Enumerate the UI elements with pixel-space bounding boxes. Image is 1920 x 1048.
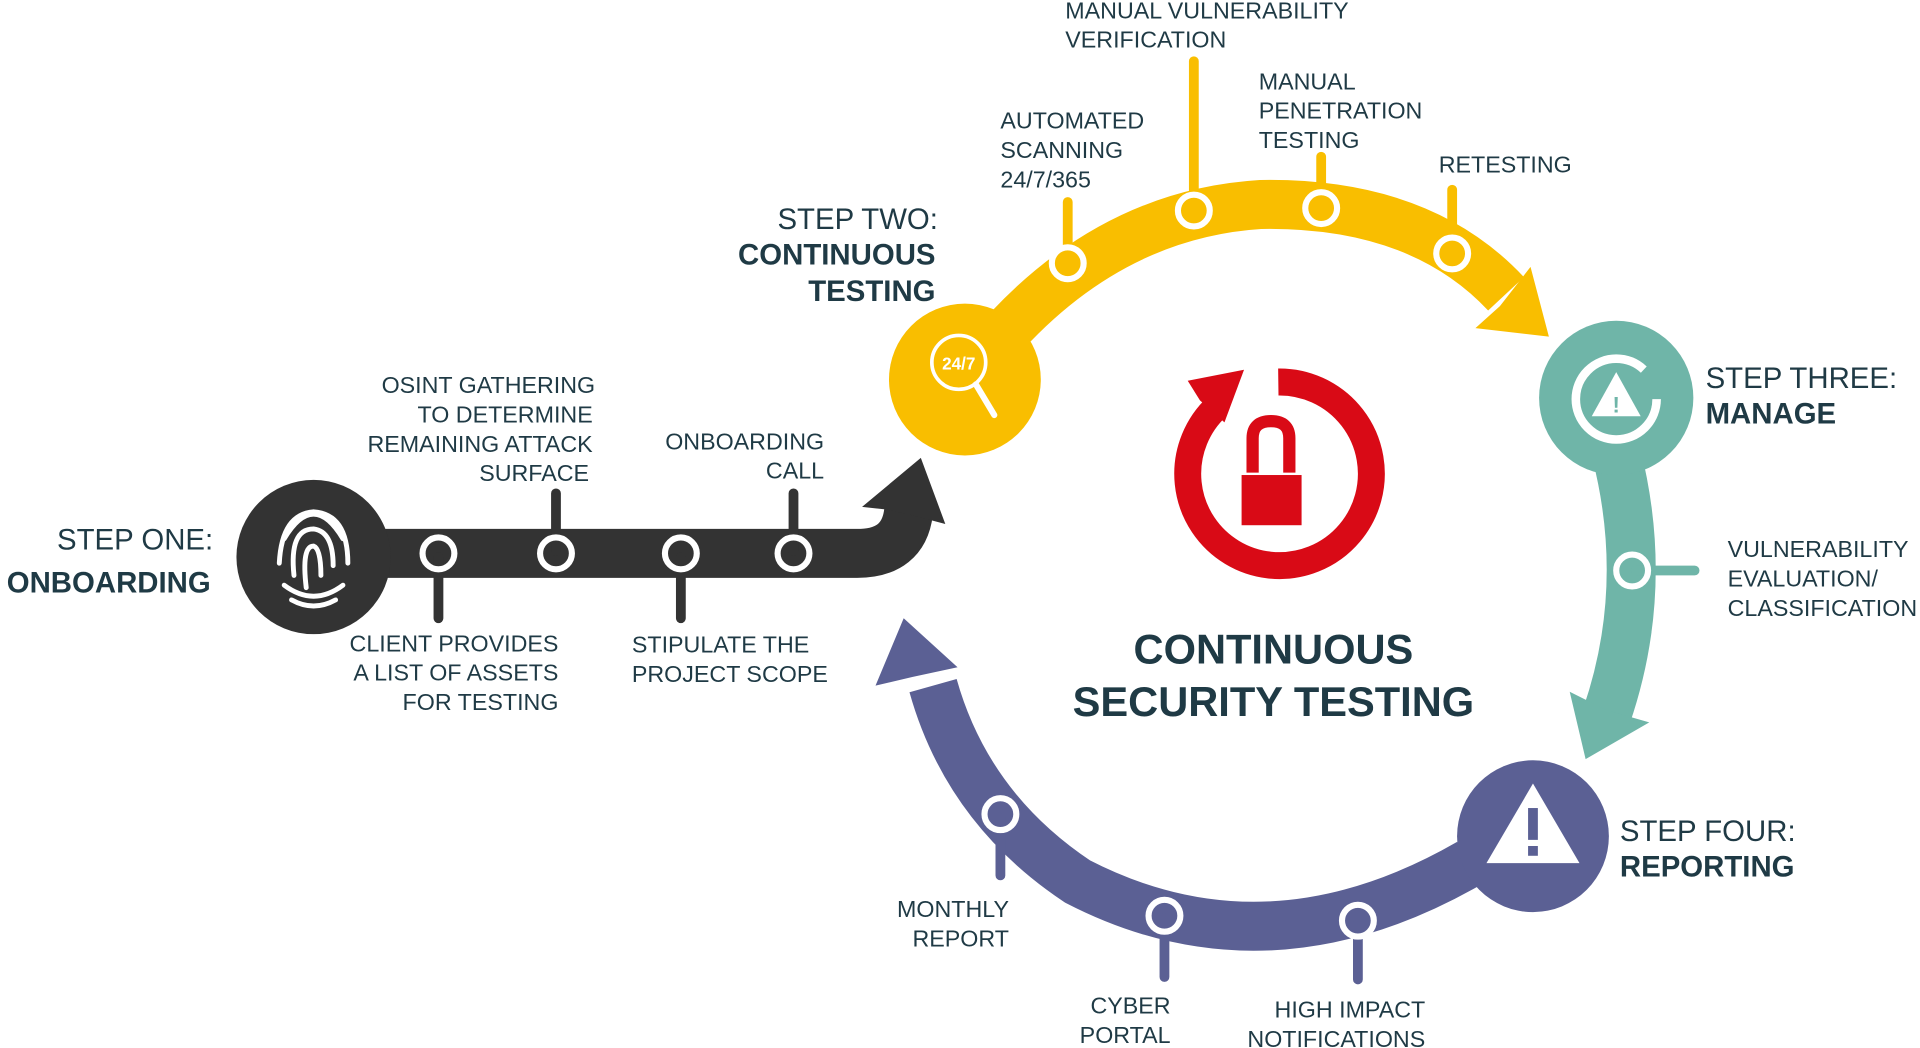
svg-text:CLIENT PROVIDES: CLIENT PROVIDES: [350, 630, 559, 656]
warning-cycle-icon: !: [1571, 354, 1661, 444]
milestone-retesting: RETESTING: [1439, 152, 1572, 178]
svg-text:TESTING: TESTING: [1259, 127, 1360, 153]
svg-text:PROJECT SCOPE: PROJECT SCOPE: [632, 661, 828, 687]
svg-text:24/7: 24/7: [942, 354, 975, 374]
svg-text:PORTAL: PORTAL: [1080, 1022, 1171, 1048]
milestone-high-impact: HIGH IMPACT NOTIFICATIONS: [1247, 996, 1425, 1048]
svg-text:RETESTING: RETESTING: [1439, 152, 1572, 178]
milestone-scope: STIPULATE THE PROJECT SCOPE: [632, 632, 828, 687]
warning-icon: [1486, 783, 1580, 864]
step-one-name: ONBOARDING: [7, 567, 211, 600]
step-two-name-line2: TESTING: [808, 275, 935, 308]
step-four-label: STEP FOUR:: [1620, 815, 1796, 848]
milestone-pins: [419, 56, 1700, 985]
svg-text:STIPULATE THE: STIPULATE THE: [632, 632, 809, 658]
svg-text:VERIFICATION: VERIFICATION: [1065, 27, 1226, 53]
step-three-label: STEP THREE:: [1706, 362, 1898, 395]
svg-text:MANUAL: MANUAL: [1259, 68, 1356, 94]
milestone-cyber-portal: CYBER PORTAL: [1080, 993, 1171, 1048]
onboarding-track: [236, 457, 946, 635]
lock-cycle-icon: [1174, 368, 1385, 580]
svg-text:24/7/365: 24/7/365: [1000, 166, 1091, 192]
svg-text:TO DETERMINE: TO DETERMINE: [417, 401, 592, 427]
milestone-manual-penetration: MANUAL PENETRATION TESTING: [1259, 68, 1423, 153]
svg-text:HIGH IMPACT: HIGH IMPACT: [1275, 996, 1426, 1022]
svg-text:EVALUATION/: EVALUATION/: [1728, 565, 1879, 591]
milestone-vuln-evaluation: VULNERABILITY EVALUATION/ CLASSIFICATION: [1728, 536, 1917, 621]
milestone-client-assets: CLIENT PROVIDES A LIST OF ASSETS FOR TES…: [350, 630, 559, 715]
center-title-line1: CONTINUOUS: [1134, 626, 1414, 673]
step-two-label: STEP TWO:: [777, 203, 938, 236]
milestone-manual-vulnerability: MANUAL VULNERABILITY VERIFICATION: [1065, 0, 1348, 53]
svg-text:SCANNING: SCANNING: [1000, 137, 1123, 163]
svg-text:!: !: [1613, 393, 1620, 418]
svg-text:A LIST OF ASSETS: A LIST OF ASSETS: [353, 660, 558, 686]
svg-text:NOTIFICATIONS: NOTIFICATIONS: [1247, 1026, 1425, 1048]
step-four-name: REPORTING: [1620, 851, 1795, 884]
svg-text:PENETRATION: PENETRATION: [1259, 98, 1423, 124]
svg-text:FOR TESTING: FOR TESTING: [403, 689, 559, 715]
step-one-label: STEP ONE:: [57, 524, 213, 557]
step-two-name-line1: CONTINUOUS: [738, 238, 935, 271]
svg-text:MANUAL VULNERABILITY: MANUAL VULNERABILITY: [1065, 0, 1348, 23]
fingerprint-icon: [276, 509, 351, 609]
svg-text:VULNERABILITY: VULNERABILITY: [1728, 536, 1909, 562]
svg-text:CLASSIFICATION: CLASSIFICATION: [1728, 595, 1917, 621]
svg-text:CALL: CALL: [766, 458, 824, 484]
milestone-automated-scanning: AUTOMATED SCANNING 24/7/365: [1000, 108, 1144, 193]
svg-text:SURFACE: SURFACE: [479, 460, 589, 486]
manage-track: !: [1539, 320, 1694, 760]
milestone-monthly-report: MONTHLY REPORT: [897, 896, 1009, 951]
svg-text:MONTHLY: MONTHLY: [897, 896, 1009, 922]
svg-text:AUTOMATED: AUTOMATED: [1000, 108, 1144, 134]
magnifier-24-7-icon: 24/7: [930, 333, 998, 419]
milestone-osint: OSINT GATHERING TO DETERMINE REMAINING A…: [368, 372, 596, 486]
milestone-onboarding-call: ONBOARDING CALL: [665, 428, 824, 483]
step-three-name: MANAGE: [1706, 398, 1837, 431]
center-title-line2: SECURITY TESTING: [1073, 678, 1475, 725]
reporting-track: [875, 618, 1609, 951]
svg-text:OSINT GATHERING: OSINT GATHERING: [382, 372, 596, 398]
svg-text:REMAINING ATTACK: REMAINING ATTACK: [368, 431, 594, 457]
svg-text:ONBOARDING: ONBOARDING: [665, 428, 824, 454]
svg-text:REPORT: REPORT: [913, 925, 1009, 951]
svg-text:CYBER: CYBER: [1090, 993, 1170, 1019]
